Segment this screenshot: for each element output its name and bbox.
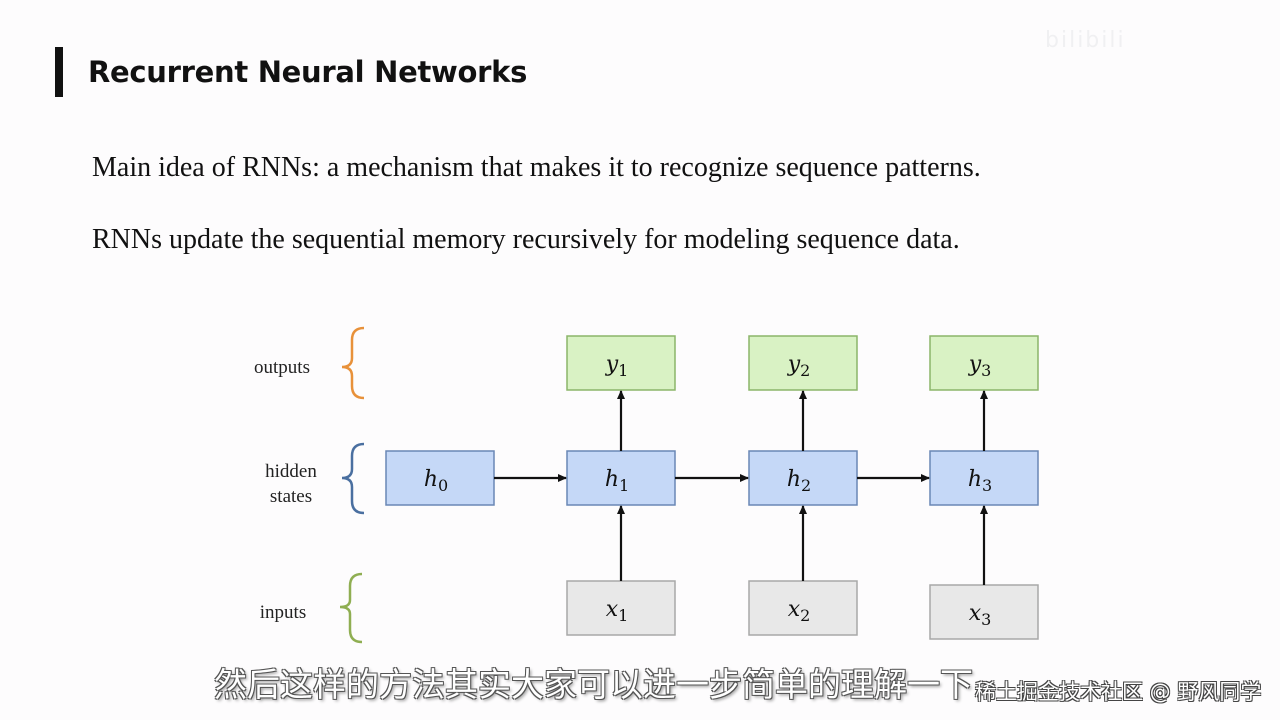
label-states: states	[270, 486, 312, 507]
output-node-y1: y1	[566, 335, 676, 391]
hidden-node-h1-box	[566, 450, 676, 506]
bilibili-watermark: bilibili	[1045, 28, 1126, 53]
label-inputs: inputs	[260, 602, 306, 623]
input-node-x1: x1	[566, 580, 676, 636]
paragraph-update-memory: RNNs update the sequential memory recurs…	[92, 224, 960, 255]
input-node-x3: x3	[929, 584, 1039, 640]
output-node-y3: y3	[929, 335, 1039, 391]
hidden-node-h3-box	[929, 450, 1039, 506]
hidden-node-h3: h3	[929, 450, 1039, 506]
title-accent-bar	[55, 47, 63, 97]
brace-inputs	[339, 572, 363, 644]
input-node-x2: x2	[748, 580, 858, 636]
hidden-node-h0: h0	[385, 450, 495, 506]
output-node-y2: y2	[748, 335, 858, 391]
hidden-node-h2-box	[748, 450, 858, 506]
input-node-x3-box	[929, 584, 1039, 640]
output-node-y2-box	[748, 335, 858, 391]
slide-title: Recurrent Neural Networks	[88, 55, 528, 89]
video-subtitle: 然后这样的方法其实大家可以进一步简单的理解一下	[214, 665, 973, 704]
label-hidden: hidden	[265, 461, 317, 482]
input-node-x2-box	[748, 580, 858, 636]
paragraph-main-idea: Main idea of RNNs: a mechanism that make…	[92, 152, 981, 183]
brace-outputs	[341, 326, 365, 400]
input-node-x1-box	[566, 580, 676, 636]
hidden-node-h0-box	[385, 450, 495, 506]
label-outputs: outputs	[254, 357, 310, 378]
output-node-y1-box	[566, 335, 676, 391]
brace-hidden	[341, 442, 365, 515]
source-credit: 稀土掘金技术社区 @ 野风同学	[975, 680, 1262, 704]
hidden-node-h1: h1	[566, 450, 676, 506]
hidden-node-h2: h2	[748, 450, 858, 506]
hidden-node-h2-label: h2	[787, 467, 811, 495]
